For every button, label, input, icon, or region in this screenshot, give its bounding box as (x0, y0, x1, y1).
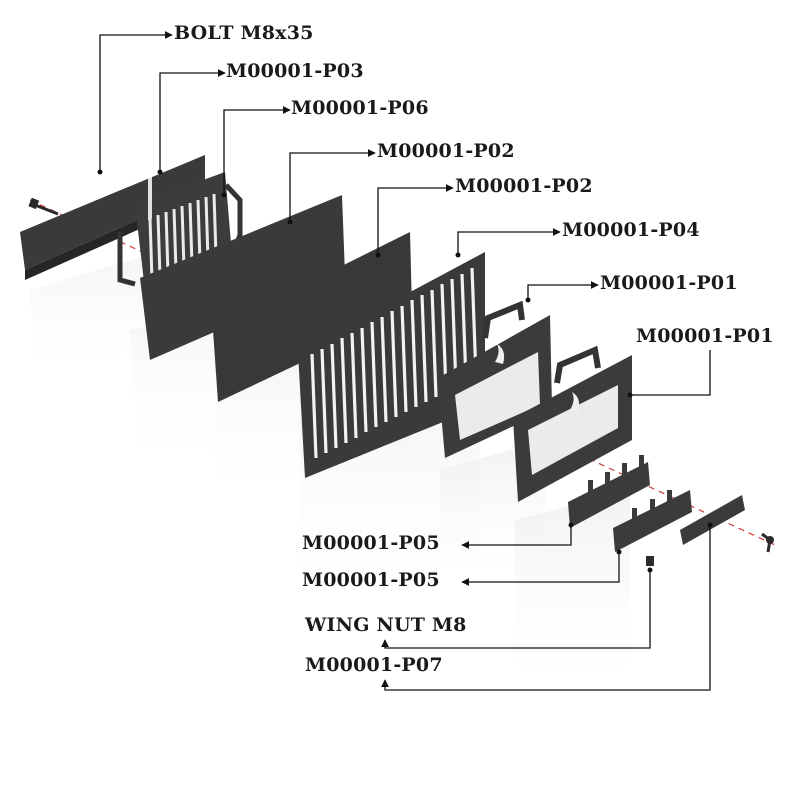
part-p07 (680, 495, 745, 545)
part-p01-a (438, 300, 552, 458)
label-p05-b: M00001-P05 (302, 569, 440, 591)
leader-dots (97, 169, 713, 573)
wing-nut-part (646, 532, 774, 566)
label-p06: M00001-P06 (291, 97, 429, 119)
label-p03: M00001-P03 (226, 60, 364, 82)
part-p05-a (568, 455, 650, 528)
label-bolt: BOLT M8x35 (174, 22, 314, 44)
part-p02-b (213, 232, 412, 402)
label-p05-a: M00001-P05 (302, 532, 440, 554)
part-p01-b (513, 345, 632, 502)
label-wing-nut: WING NUT M8 (305, 614, 467, 636)
label-p01-b: M00001-P01 (636, 325, 774, 347)
label-p02-b: M00001-P02 (455, 175, 593, 197)
bolt-part (28, 197, 59, 216)
leader-lines (99, 31, 711, 691)
part-p02-a (140, 195, 345, 360)
part-p04 (298, 252, 485, 478)
label-p02-a: M00001-P02 (377, 140, 515, 162)
part-p05-b (613, 490, 692, 552)
label-p01-a: M00001-P01 (600, 272, 738, 294)
label-p04: M00001-P04 (562, 219, 700, 241)
label-p07: M00001-P07 (305, 654, 443, 676)
